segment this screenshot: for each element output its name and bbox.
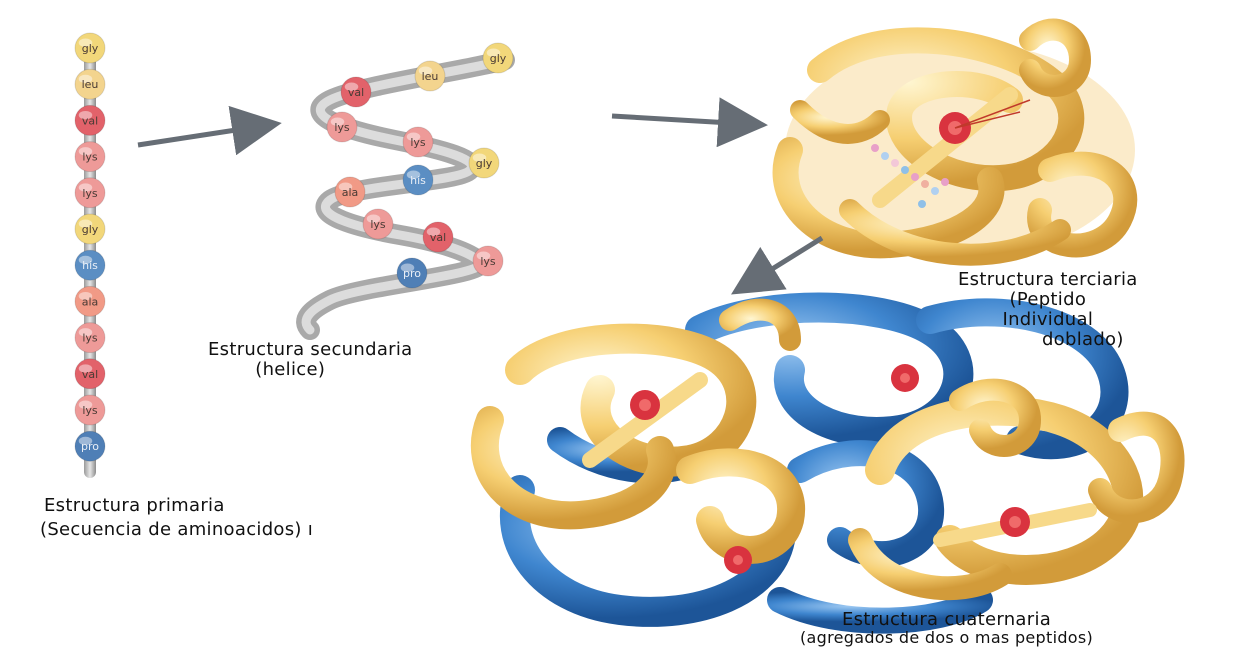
amino-acid-bead-leu: leu [415,61,445,91]
bead-label-lys: lys [82,404,98,417]
secondary-structure-caption: Estructura secundaria (helice) [208,340,412,380]
arrow-secondary-to-tertiary [612,116,748,124]
bead-label-val: val [430,231,446,244]
bead-label-val: val [82,368,98,381]
tertiary-structure-caption: Estructura terciaria (Peptido Individual… [958,270,1138,350]
amino-acid-bead-lys: lys [75,395,105,425]
amino-acid-bead-lys: lys [75,178,105,208]
amino-acid-bead-ala: ala [335,177,365,207]
amino-acid-bead-lys: lys [75,323,105,353]
bead-label-gly: gly [82,223,99,236]
primary-structure: gly leu val lys lys gly his ala lys val lys pro [75,33,105,478]
amino-acid-bead-gly: gly [75,33,105,63]
amino-acid-bead-val: val [423,222,453,252]
amino-acid-bead-gly: gly [483,43,513,73]
primary-structure-title: Estructura primaria [44,496,313,516]
amino-acid-bead-val: val [75,105,105,135]
quaternary-structure-title: Estructura cuaternaria [800,610,1093,630]
bead-label-ala: ala [342,186,359,199]
amino-acid-bead-gly: gly [75,214,105,244]
quaternary-structure-subtitle: (agregados de dos o mas peptidos) [800,630,1093,646]
amino-acid-bead-lys: lys [403,127,433,157]
primary-structure-caption: Estructura primaria (Secuencia de aminoa… [44,496,313,540]
amino-acid-bead-his: his [403,165,433,195]
amino-acid-bead-lys: lys [327,112,357,142]
bead-label-pro: pro [403,267,421,280]
bead-label-lys: lys [82,151,98,164]
amino-acid-bead-lys: lys [363,209,393,239]
bead-label-lys: lys [334,121,350,134]
bead-label-leu: leu [422,70,439,83]
quaternary-structure-fold [485,308,1173,621]
bead-label-his: his [410,174,426,187]
tertiary-structure-fold [785,30,1135,258]
tertiary-structure-line4: doblado) [1028,330,1138,350]
arrow-tertiary-to-quaternary [748,238,822,284]
secondary-structure-subtitle: (helice) [168,360,412,380]
tertiary-structure-line3: Individual [958,310,1138,330]
amino-acid-bead-val: val [341,77,371,107]
amino-acid-bead-pro: pro [75,431,105,461]
bead-label-lys: lys [82,187,98,200]
tertiary-structure-title: Estructura terciaria [958,270,1138,290]
amino-acid-bead-lys: lys [473,246,503,276]
bead-label-val: val [82,114,98,127]
amino-acid-bead-gly: gly [469,148,499,178]
secondary-structure-helix: gly leu val lys lys gly his ala lys val lys pro [306,43,513,330]
primary-structure-subtitle: (Secuencia de aminoacidos) ı [40,520,313,540]
quaternary-structure-caption: Estructura cuaternaria (agregados de dos… [800,610,1093,646]
amino-acid-bead-ala: ala [75,286,105,316]
bead-label-ala: ala [82,295,99,308]
bead-label-gly: gly [82,42,99,55]
amino-acid-bead-lys: lys [75,142,105,172]
bead-label-gly: gly [476,157,493,170]
tertiary-structure-line2: (Peptido [958,290,1138,310]
arrow-primary-to-secondary [138,126,262,145]
bead-label-pro: pro [81,440,99,453]
amino-acid-bead-his: his [75,250,105,280]
helix-bead-group: gly leu val lys lys gly his ala lys val lys pro [327,43,513,288]
amino-acid-bead-leu: leu [75,69,105,99]
bead-label-lys: lys [480,255,496,268]
bead-label-lys: lys [410,136,426,149]
amino-acid-bead-val: val [75,359,105,389]
bead-label-his: his [82,259,98,272]
bead-label-leu: leu [82,78,99,91]
bead-label-lys: lys [370,218,386,231]
amino-acid-bead-pro: pro [397,258,427,288]
bead-label-gly: gly [490,52,507,65]
bead-label-lys: lys [82,332,98,345]
secondary-structure-title: Estructura secundaria [208,340,412,360]
bead-label-val: val [348,86,364,99]
